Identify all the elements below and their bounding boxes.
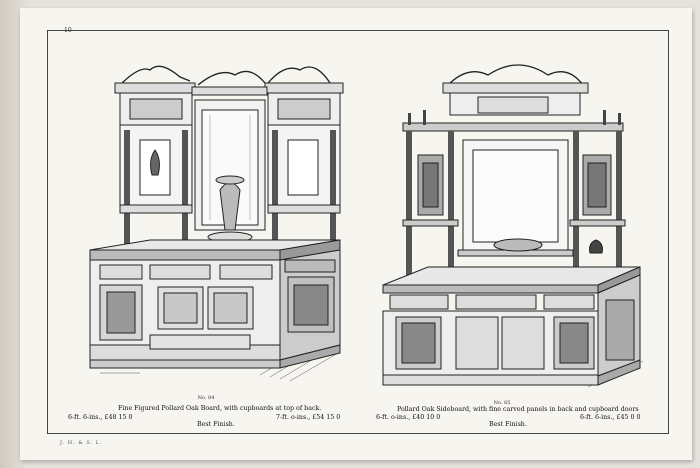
price-left-large: 7-ft. o-ins., £54 15 0	[276, 414, 341, 421]
price-left-small: 6-ft. 6-ins., £48 15 0	[68, 414, 133, 421]
item-number-right: No. 85	[493, 400, 511, 406]
price-right-small: 6-ft. o-ins., £40 10 0	[376, 414, 441, 421]
finish-label-right: Best Finish.	[489, 421, 527, 428]
item-title-left: Fine Figured Pollard Oak Board, with cup…	[118, 405, 322, 412]
sideboard-illustration-left	[89, 65, 344, 382]
printer-mark: J. H. & S. L.	[60, 440, 103, 446]
sideboard-illustration-right	[382, 64, 644, 388]
item-title-right: Pollard Oak Sideboard, with fine carved …	[397, 406, 639, 413]
item-number-left: No. 84	[197, 395, 215, 401]
finish-label-left: Best Finish.	[197, 421, 235, 428]
page-number: 10	[64, 27, 72, 34]
page-border-frame	[47, 30, 669, 434]
price-right-large: 6-ft. 6-ins., £45 0 0	[580, 414, 641, 421]
